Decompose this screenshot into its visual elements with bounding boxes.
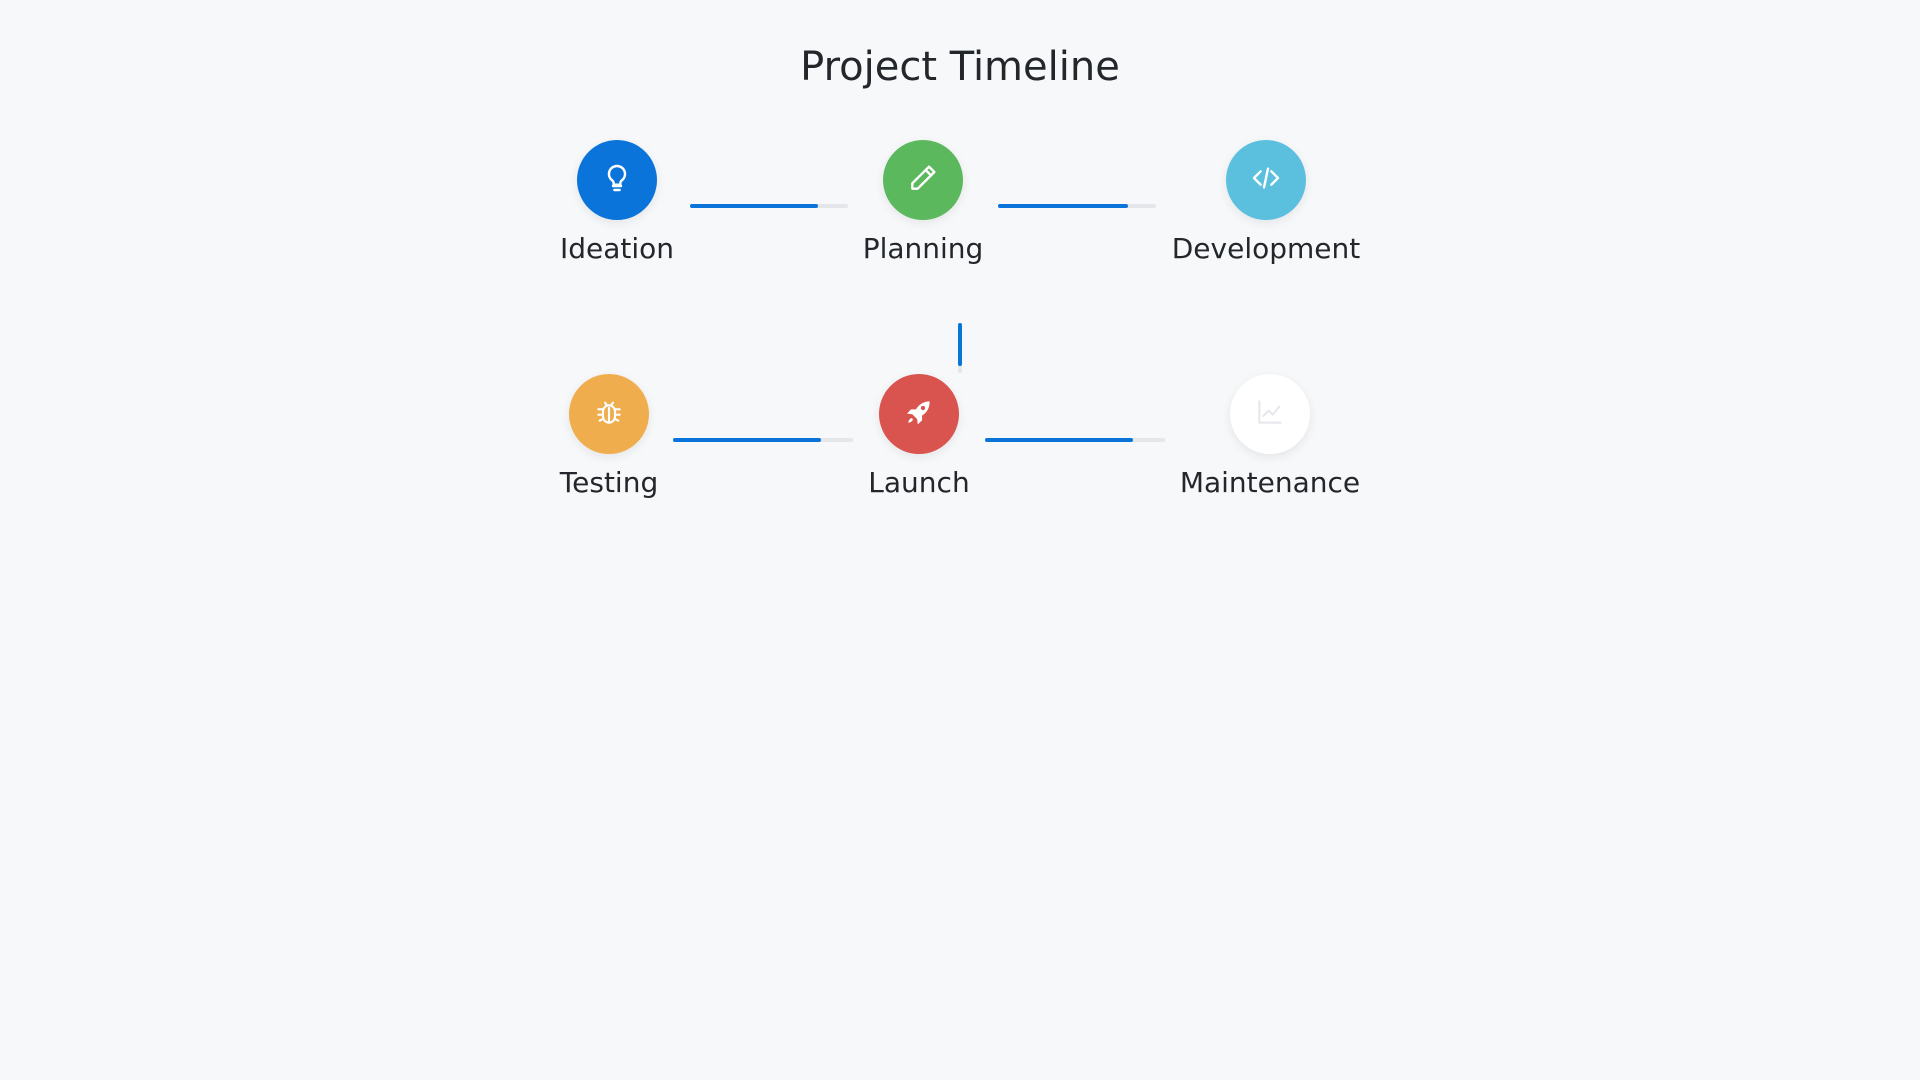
stage-circle[interactable] (577, 140, 657, 220)
stage-label: Launch (868, 466, 970, 499)
connector-planning-development (998, 204, 1156, 208)
connector-testing-launch (673, 438, 853, 442)
connector-progress (690, 204, 818, 208)
stage-circle[interactable] (883, 140, 963, 220)
stage-testing[interactable]: Testing (509, 374, 709, 499)
stage-label: Planning (862, 232, 984, 265)
connector-progress (673, 438, 821, 442)
connector-progress (985, 438, 1133, 442)
bug-icon (593, 396, 625, 432)
stage-label: Development (1171, 232, 1361, 265)
connector-progress (998, 204, 1128, 208)
connector-launch-maintenance (985, 438, 1165, 442)
stage-planning[interactable]: Planning (823, 140, 1023, 265)
stage-maintenance[interactable]: Maintenance (1170, 374, 1370, 499)
stage-circle[interactable] (1226, 140, 1306, 220)
pencil-icon (907, 162, 939, 198)
page-title: Project Timeline (800, 44, 1120, 90)
stage-label: Maintenance (1179, 466, 1361, 499)
stage-launch[interactable]: Launch (819, 374, 1019, 499)
stage-circle[interactable] (569, 374, 649, 454)
stage-label: Ideation (559, 232, 675, 265)
stage-circle[interactable] (1230, 374, 1310, 454)
stage-ideation[interactable]: Ideation (517, 140, 717, 265)
connector-ideation-planning (690, 204, 848, 208)
chart-line-icon (1254, 396, 1286, 432)
stage-development[interactable]: Development (1166, 140, 1366, 265)
code-icon (1250, 162, 1282, 198)
connector-progress (958, 323, 962, 366)
lightbulb-icon (601, 162, 633, 198)
connector-row-link (958, 323, 962, 373)
stage-label: Testing (559, 466, 659, 499)
stage-circle[interactable] (879, 374, 959, 454)
rocket-icon (903, 396, 935, 432)
